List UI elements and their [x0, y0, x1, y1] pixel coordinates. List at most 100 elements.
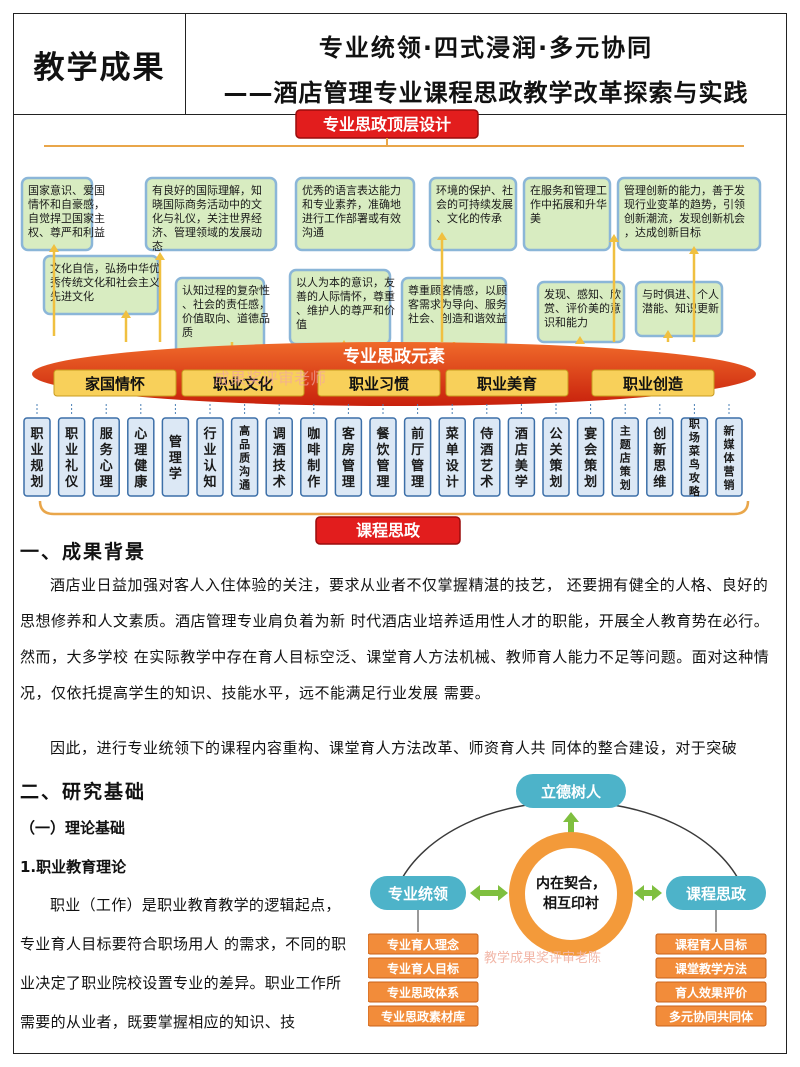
course-text: 前厅管理 [411, 426, 424, 489]
course-text: 行业认知 [202, 426, 217, 489]
course-box: 主题店策划 [611, 404, 639, 497]
course-box: 职业礼仪 [57, 404, 86, 497]
arrow-head [609, 234, 619, 242]
top-goal-text: 在服务和管理工作中拓展和升华美 [530, 183, 607, 225]
course-text: 调酒技术 [272, 426, 287, 489]
course-text: 主题店策划 [619, 423, 632, 491]
course-text: 新媒体营销 [723, 423, 736, 491]
right-pill [666, 876, 766, 910]
course-box: 服务心理 [92, 404, 120, 497]
course-box: 新媒体营销 [715, 404, 743, 497]
course-box: 公关策划 [542, 404, 570, 497]
left-pill [370, 876, 466, 910]
course-box: 行业认知 [196, 404, 224, 497]
course-text: 菜单设计 [445, 426, 460, 489]
cycle-list-item: 课堂教学方法 [655, 957, 767, 979]
bottom-banner-text: 课程思政 [356, 521, 421, 540]
middle-goal-text: 文化自信，弘扬中华优秀传统文化和社会主义先进文化 [50, 261, 160, 303]
element-text: 家国情怀 [85, 375, 145, 393]
top-goal-text: 管理创新的能力，善于发现行业变革的趋势，引领创新潮流，发现创新机会，达成创新目标 [624, 183, 745, 239]
element-label: 职业文化 [181, 369, 305, 397]
header-label: 教学成果 [14, 14, 186, 114]
course-box: 前厅管理 [403, 404, 432, 497]
middle-goal-text: 发现、感知、欣赏、评价美的意识和能力 [544, 287, 621, 329]
center-inner [525, 848, 617, 940]
top-goal-text: 有良好的国际理解，知晓国际商务活动中的文化与礼仪，关注世界经济、管理领域的发展动… [152, 183, 262, 253]
cycle-list-item: 专业育人理念 [368, 933, 479, 955]
course-box: 酒店美学 [507, 404, 536, 497]
course-text: 创新思维 [652, 426, 666, 489]
top-goal-text: 环境的保护、社会的可持续发展、文化的传承 [436, 183, 513, 225]
course-box: 侍酒艺术 [473, 404, 501, 497]
course-box: 宴会策划 [576, 404, 605, 497]
diagram-watermark: 成果奖评审老师 [214, 370, 326, 388]
ideology-diagram: 专业思政顶层设计 国家意识、爱国情怀和自豪感，自觉捍卫国家主权、尊严和利益有良好… [20, 109, 762, 545]
left-pill-text: 专业统领 [388, 885, 448, 903]
cycle-list-item: 专业育人目标 [368, 957, 479, 979]
section-1-paragraph-1: 酒店业日益加强对客人入住体验的关注，要求从业者不仅掌握精湛的技艺， 还要拥有健全… [20, 576, 770, 702]
arrow-head [437, 232, 447, 240]
element-labels: 家国情怀 职业文化 职业习惯 职业美育 职业创造 [53, 369, 715, 397]
right-double-arrow [634, 885, 662, 901]
top-goal-boxes: 国家意识、爱国情怀和自豪感，自觉捍卫国家主权、尊严和利益有良好的国际理解，知晓国… [20, 176, 762, 253]
middle-goal-box: 文化自信，弘扬中华优秀传统文化和社会主义先进文化 [42, 254, 160, 316]
top-banner-text: 专业思政顶层设计 [323, 115, 451, 134]
cycle-list-text: 专业育人理念 [387, 937, 459, 952]
top-pill [516, 774, 626, 808]
element-text: 职业习惯 [349, 375, 409, 393]
course-text: 服务心理 [100, 426, 114, 489]
bottom-banner-bg [315, 516, 461, 545]
top-goal-box: 国家意识、爱国情怀和自豪感，自觉捍卫国家主权、尊严和利益 [20, 176, 105, 252]
cycle-list-text: 专业育人目标 [387, 961, 459, 976]
arrow-head [121, 310, 131, 318]
course-text: 咖啡制作 [307, 426, 320, 489]
course-box: 菜单设计 [438, 404, 466, 497]
cycle-list-text: 专业思政素材库 [381, 1009, 465, 1024]
element-label: 职业创造 [591, 369, 715, 397]
center-text-line-2: 相互印衬 [543, 895, 599, 911]
top-pill-text: 立德树人 [541, 783, 602, 801]
course-box: 职场菜鸟攻略 [680, 404, 709, 498]
course-text: 职业规划 [30, 426, 43, 489]
middle-goal-boxes: 文化自信，弘扬中华优秀传统文化和社会主义先进文化认知过程的复杂性、社会的责任感，… [42, 254, 724, 360]
courses-bracket [38, 500, 750, 516]
element-text: 职业文化 [213, 375, 273, 393]
header-table: 教学成果 专业统领·四式浸润·多元协同 ——酒店管理专业课程思政教学改革探索与实… [14, 14, 786, 115]
right-pill-text: 课程思政 [686, 885, 747, 903]
ellipse-title: 专业思政元素 [343, 346, 445, 366]
cycle-diagram: 立德树人 内在契合， 相互印衬 专业统领 课程思政 专业育人理念专业育人目标专业… [368, 774, 767, 1027]
top-goal-text: 国家意识、爱国情怀和自豪感，自觉捍卫国家主权、尊严和利益 [28, 183, 105, 239]
course-text: 餐饮管理 [375, 426, 390, 489]
middle-goal-box: 与时俱进、个人潜能、知识更新 [634, 280, 724, 338]
center-text-line-1: 内在契合， [536, 875, 606, 891]
cycle-list-item: 多元协同共同体 [655, 1005, 767, 1027]
middle-goal-box: 尊重顾客情感，以顾客需求为导向、服务社会、创造和谐效益 [400, 276, 508, 350]
cycle-list-item: 育人效果评价 [655, 981, 767, 1003]
top-goal-box: 管理创新的能力，善于发现行业变革的趋势，引领创新潮流，发现创新机会，达成创新目标 [616, 176, 762, 252]
course-box: 调酒技术 [265, 404, 293, 497]
middle-goal-box: 发现、感知、欣赏、评价美的意识和能力 [536, 280, 626, 344]
cycle-list-text: 课程育人目标 [675, 937, 747, 952]
course-text: 侍酒艺术 [479, 426, 493, 489]
middle-goal-text: 尊重顾客情感，以顾客需求为导向、服务社会、创造和谐效益 [408, 283, 507, 325]
title-line-2: ——酒店管理专业课程思政教学改革探索与实践 [223, 79, 749, 107]
subsection-vocational-theory: 1.职业教育理论 [20, 858, 127, 876]
course-box: 创新思维 [646, 404, 674, 497]
cycle-list-text: 多元协同共同体 [669, 1009, 754, 1024]
section-1-heading: 一、成果背景 [20, 541, 147, 563]
page-frame: 教学成果 专业统领·四式浸润·多元协同 ——酒店管理专业课程思政教学改革探索与实… [13, 13, 787, 1054]
cycle-list-item: 课程育人目标 [655, 933, 767, 955]
left-double-arrow [470, 885, 508, 901]
course-box: 职业规划 [23, 404, 51, 497]
title-line-1: 专业统领·四式浸润·多元协同 [318, 34, 654, 62]
element-label: 职业美育 [445, 369, 569, 397]
middle-goal-box: 认知过程的复杂性、社会的责任感，价值取向、道德品质 [174, 276, 270, 360]
top-goal-box: 在服务和管理工作中拓展和升华美 [522, 176, 612, 252]
arrow-head [155, 252, 165, 260]
middle-goal-text: 以人为本的意识，友善的人际情怀，尊重、维护人的尊严和价值 [296, 275, 395, 331]
element-text: 职业美育 [477, 375, 537, 393]
course-text: 高品质沟通 [239, 423, 250, 491]
cycle-list-text: 课堂教学方法 [675, 961, 747, 976]
section-2-paragraph: 职业（工作）是职业教育教学的逻辑起点，专业育人目标要符合职场用人 的需求，不同的… [20, 896, 347, 1031]
